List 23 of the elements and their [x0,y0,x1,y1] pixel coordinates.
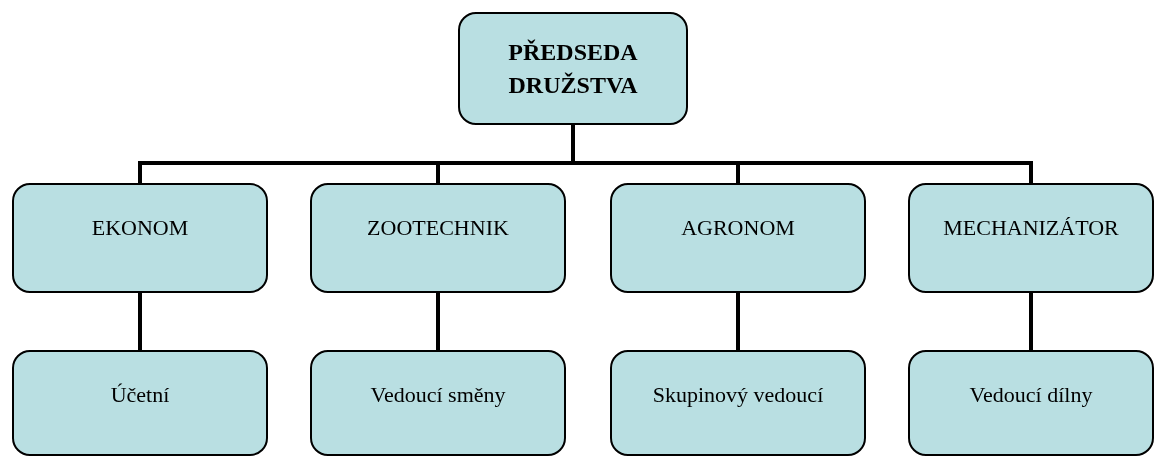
org-box [610,183,866,293]
connector-line [1029,293,1033,350]
org-box [12,183,268,293]
role-label: PŘEDSEDA DRUŽSTVA [507,38,639,100]
role-label: Vedoucí dílny [969,381,1093,409]
role-label: Vedoucí směny [370,381,506,409]
role-label: EKONOM [91,214,189,242]
org-box [12,350,268,456]
role-label: AGRONOM [681,214,795,242]
connector-line [571,125,1033,183]
org-box [908,183,1154,293]
org-box [458,12,688,125]
role-label: Účetní [110,381,170,409]
org-box [908,350,1154,456]
connector-line [736,293,740,350]
connector-line [436,293,440,350]
org-box [310,183,566,293]
role-label: ZOOTECHNIK [367,214,509,242]
connector-line [138,293,142,350]
role-label: MECHANIZÁTOR [943,214,1119,242]
org-box [310,350,566,456]
role-label: Skupinový vedoucí [652,381,824,409]
org-box [610,350,866,456]
